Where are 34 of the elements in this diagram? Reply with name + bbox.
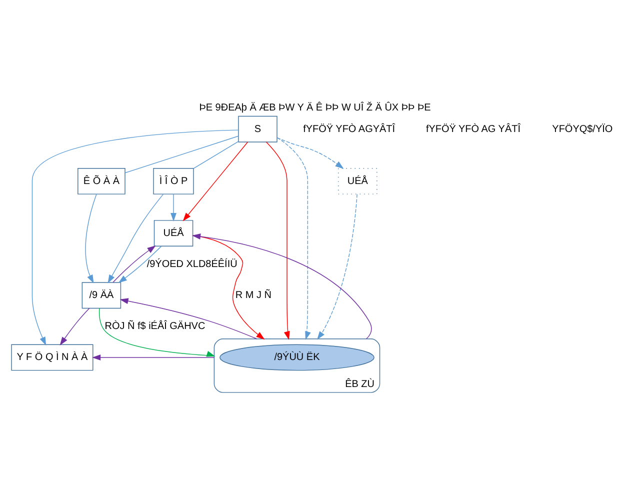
arrow	[98, 307, 216, 356]
node-box: UÉÅ	[154, 220, 194, 246]
edge-label: RÒJ Ñ f$ iÉÅÎ GÄHVC	[104, 320, 206, 332]
arrow	[32, 129, 239, 346]
arrow	[192, 233, 372, 339]
arrow	[276, 136, 344, 168]
arrow	[120, 298, 258, 339]
arrow	[108, 193, 164, 283]
node-box: Y F Ö Q Ì N À À	[11, 344, 94, 370]
arrow	[112, 245, 156, 282]
edge-label: R M J Ñ	[235, 290, 272, 301]
edge-label: /9ÝOED XLD8ÉÊÍIÜ	[146, 258, 238, 270]
node-box: S	[238, 115, 278, 142]
arrow	[85, 193, 97, 283]
arrow	[192, 234, 265, 340]
node-box: Ê Õ À À	[78, 168, 126, 194]
arrow	[118, 245, 162, 283]
connector	[124, 135, 239, 173]
node-box: Ì Î Ò P	[153, 168, 194, 194]
label: fYFÖŸ YFÒ AG YÂTÎ	[426, 123, 520, 134]
arrow	[170, 193, 177, 222]
arrow	[60, 307, 90, 345]
arrow	[182, 141, 248, 221]
arrow	[317, 193, 358, 340]
node-box: /9 ÄÀ	[82, 282, 122, 308]
node-box: UÉÅ	[338, 168, 378, 194]
arrow	[92, 354, 215, 360]
label: fYFÖŸ YFÒ AGYÂTÎ	[303, 123, 396, 134]
label: YFÖYQ$/YÏO	[552, 123, 613, 134]
arrow	[266, 141, 290, 340]
node-ellipse: /9ÝÙÙ ËK	[220, 344, 374, 370]
diagram-title: ÞE 9ÐEAþ Ä ÆB ÞW Y Ä Ê ÞÞ W UÎ Ž Ä ÛX ÞÞ ÞE	[199, 102, 431, 114]
arrow	[276, 136, 311, 340]
connector	[193, 140, 239, 168]
